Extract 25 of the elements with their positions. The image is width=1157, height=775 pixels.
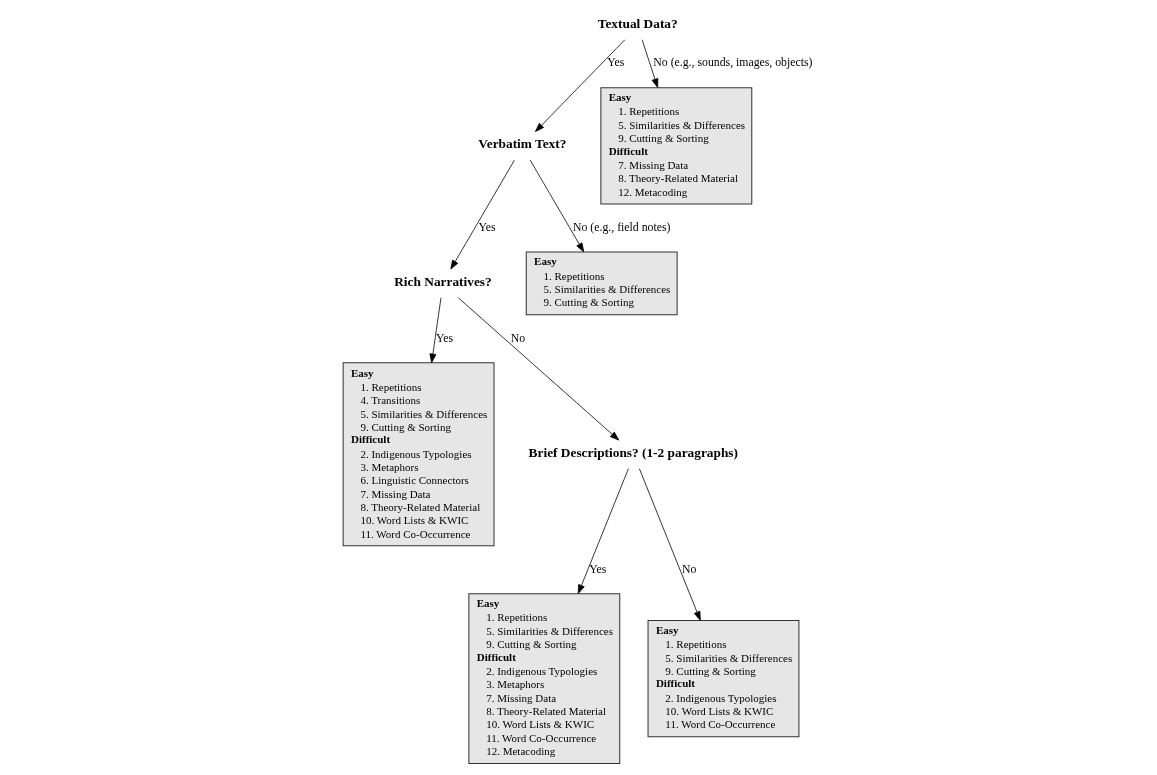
arrow — [638, 468, 701, 621]
node-box: Easy 1. Repetitions 5. Similarities & Differences 9. Cutting & Sorting Difficult 2. Indigenous Typologies 10. Word Lists & KWIC 11. Word Co-Occurrence — [647, 620, 800, 738]
node-text: Brief Descriptions? (1-2 paragraphs) — [528, 444, 739, 460]
arrow — [457, 297, 620, 441]
node-text: Textual Data? — [597, 16, 678, 32]
edge-label: Yes — [478, 220, 496, 234]
arrow — [535, 39, 626, 132]
edge-label: No — [510, 331, 526, 345]
node-box: Easy 1. Repetitions 5. Similarities & Differences 9. Cutting & Sorting Difficult 7. Missing Data 8. Theory-Related Material 12. Metacoding — [600, 87, 753, 205]
edge-label: Yes — [607, 56, 625, 70]
arrow — [641, 39, 659, 88]
edge-label: Yes — [589, 562, 607, 576]
edge-label: No (e.g., sounds, images, objects) — [653, 56, 813, 70]
node-box: Easy 1. Repetitions 5. Similarities & Differences 9. Cutting & Sorting — [525, 251, 678, 316]
node-box: Easy 1. Repetitions 4. Transitions 5. Similarities & Differences 9. Cutting & Sorting Difficult 2. Indigenous Typologies 3. Metaphors 6. Linguistic Connectors 7. Missing Data 8. Theory-Related Material 10. Word Lists & KWIC 11. Word Co-Occurrence — [342, 362, 495, 547]
arrow — [529, 159, 585, 253]
arrow — [429, 297, 442, 364]
node-text: Rich Narratives? — [394, 273, 492, 289]
arrow — [450, 159, 515, 270]
edge-label: No (e.g., field notes) — [573, 220, 671, 234]
node-box: Easy 1. Repetitions 5. Similarities & Differences 9. Cutting & Sorting Difficult 2. Indigenous Typologies 3. Metaphors 7. Missing Data 8. Theory-Related Material 10. Word Lists & KWIC 11. Word Co-Occurrence 12. Metacoding — [468, 593, 621, 765]
edge-label: Yes — [435, 331, 454, 345]
arrow — [577, 468, 629, 594]
edge-label: No — [682, 562, 697, 576]
node-text: Verbatim Text? — [478, 136, 567, 152]
